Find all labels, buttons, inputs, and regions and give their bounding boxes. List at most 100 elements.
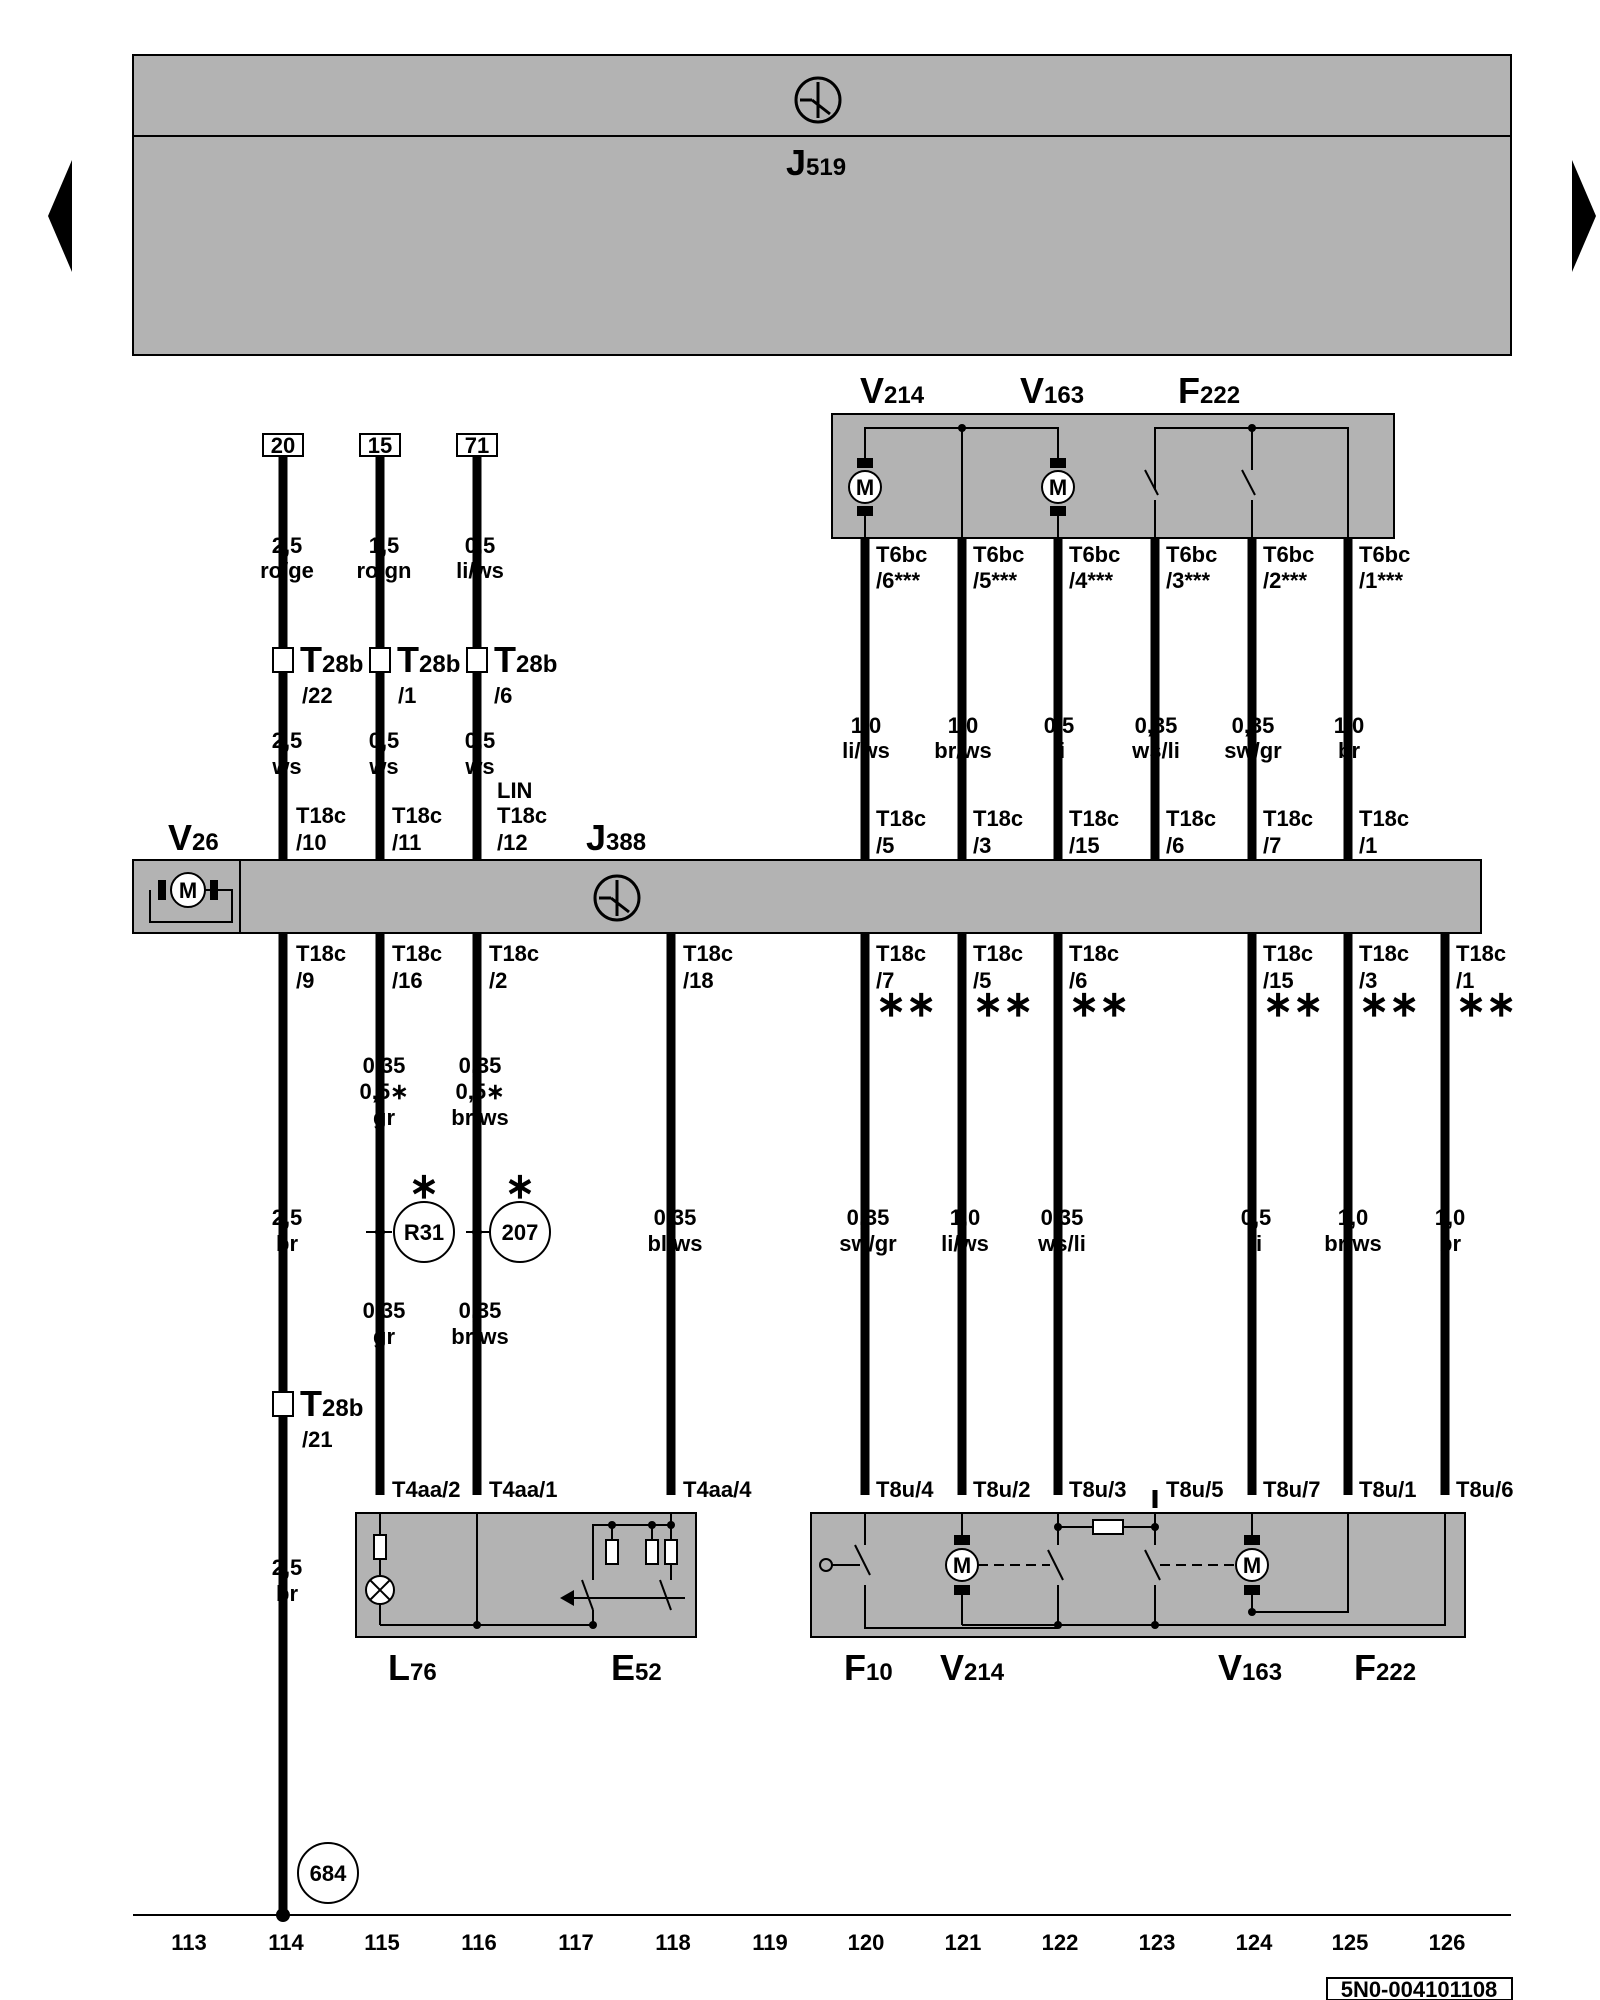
svg-text:T28b: T28b xyxy=(397,639,460,680)
svg-text:li/ws: li/ws xyxy=(941,1231,989,1256)
svg-text:/1: /1 xyxy=(398,683,416,708)
svg-text:br/ws: br/ws xyxy=(451,1105,508,1130)
svg-text:0,35: 0,35 xyxy=(459,1298,502,1323)
top-connectors: 20 15 71 xyxy=(262,433,498,458)
svg-text:gr: gr xyxy=(373,1105,395,1130)
ref-r31 xyxy=(393,1201,455,1263)
svg-text:L76: L76 xyxy=(388,1647,437,1688)
svg-text:113: 113 xyxy=(171,1930,207,1955)
control-unit-j519: J519 xyxy=(132,54,1512,356)
svg-text:∗∗: ∗∗ xyxy=(876,983,936,1024)
svg-text:120: 120 xyxy=(848,1930,885,1955)
switch-actuator-icon xyxy=(560,1590,574,1606)
svg-text:T18c: T18c xyxy=(392,803,442,828)
document-id: 5N0-004101108 xyxy=(1326,1977,1513,2000)
svg-text:118: 118 xyxy=(655,1930,691,1955)
svg-text:1,0: 1,0 xyxy=(1435,1205,1466,1230)
svg-text:F222: F222 xyxy=(1354,1647,1416,1688)
j388-label: J388 xyxy=(586,817,646,858)
svg-text:T18c: T18c xyxy=(876,941,926,966)
svg-text:T4aa/2: T4aa/2 xyxy=(392,1477,461,1502)
svg-text:sw/gr: sw/gr xyxy=(1224,738,1282,763)
svg-text:0,5: 0,5 xyxy=(465,533,496,558)
svg-text:117: 117 xyxy=(558,1930,594,1955)
svg-text:M: M xyxy=(953,1553,971,1578)
svg-text:br: br xyxy=(1439,1231,1461,1256)
svg-text:T28b: T28b xyxy=(300,639,363,680)
svg-text:/16: /16 xyxy=(392,968,423,993)
next-page-arrow-icon[interactable] xyxy=(1572,160,1596,272)
svg-text:br/ws: br/ws xyxy=(1324,1231,1381,1256)
svg-text:/11: /11 xyxy=(392,830,421,855)
t28b-connector-icon xyxy=(369,647,391,673)
svg-text:br/ws: br/ws xyxy=(451,1324,508,1349)
svg-text:207: 207 xyxy=(502,1220,539,1245)
svg-text:0,35: 0,35 xyxy=(1135,713,1178,738)
module-l76-e52 xyxy=(355,1512,697,1638)
svg-text:∗: ∗ xyxy=(505,1165,535,1206)
svg-text:T18c: T18c xyxy=(973,806,1023,831)
connector-15: 15 xyxy=(368,433,392,458)
svg-text:br: br xyxy=(276,1581,298,1606)
svg-text:T6bc: T6bc xyxy=(1166,542,1217,567)
svg-text:2,5: 2,5 xyxy=(272,1555,303,1580)
svg-text:ro/ge: ro/ge xyxy=(260,558,314,583)
svg-text:F222: F222 xyxy=(1178,370,1240,411)
svg-text:T8u/7: T8u/7 xyxy=(1263,1477,1320,1502)
svg-text:sw/gr: sw/gr xyxy=(839,1231,897,1256)
svg-text:T18c: T18c xyxy=(296,941,346,966)
svg-text:ws: ws xyxy=(368,754,398,779)
svg-text:R31: R31 xyxy=(404,1220,444,1245)
svg-text:ws/li: ws/li xyxy=(1037,1231,1086,1256)
svg-text:1,0: 1,0 xyxy=(1334,713,1365,738)
svg-text:T4aa/1: T4aa/1 xyxy=(489,1477,558,1502)
svg-text:/5: /5 xyxy=(876,833,894,858)
svg-text:T18c: T18c xyxy=(392,941,442,966)
svg-text:T18c: T18c xyxy=(973,941,1023,966)
svg-text:122: 122 xyxy=(1042,1930,1079,1955)
svg-text:/18: /18 xyxy=(683,968,714,993)
left-upper-wires: 2,5 ro/ge 1,5 ro/gn 0,5 li/ws T28b T28b … xyxy=(260,456,557,860)
svg-text:/3: /3 xyxy=(973,833,991,858)
svg-text:T8u/1: T8u/1 xyxy=(1359,1477,1416,1502)
svg-text:1,5: 1,5 xyxy=(369,533,400,558)
ref-207 xyxy=(489,1201,551,1263)
v26-label: V26 xyxy=(168,817,219,858)
svg-text:li: li xyxy=(1053,738,1065,763)
svg-text:/12: /12 xyxy=(497,830,528,855)
svg-text:M: M xyxy=(856,475,874,500)
svg-text:∗∗: ∗∗ xyxy=(973,983,1033,1024)
svg-text:T18c: T18c xyxy=(876,806,926,831)
motor-v214-icon xyxy=(848,470,882,504)
svg-text:2,5: 2,5 xyxy=(272,1205,303,1230)
svg-text:V214: V214 xyxy=(860,370,925,411)
svg-text:114: 114 xyxy=(268,1930,304,1955)
svg-text:/6: /6 xyxy=(494,683,512,708)
t6bc-wires: T6bc /6*** T6bc /5*** T6bc /4*** T6bc /3… xyxy=(842,538,1410,860)
svg-text:0,5: 0,5 xyxy=(465,728,496,753)
svg-text:/3: /3 xyxy=(1359,968,1377,993)
svg-text:0,5: 0,5 xyxy=(1044,713,1075,738)
svg-text:1,0: 1,0 xyxy=(851,713,882,738)
svg-text:∗∗: ∗∗ xyxy=(1456,983,1516,1024)
svg-text:/1: /1 xyxy=(1456,968,1474,993)
svg-text:T6bc: T6bc xyxy=(1069,542,1120,567)
svg-text:T18c: T18c xyxy=(1069,806,1119,831)
svg-text:0,5∗: 0,5∗ xyxy=(359,1079,408,1104)
previous-page-arrow-icon[interactable] xyxy=(48,160,72,272)
svg-text:T18c: T18c xyxy=(497,803,547,828)
svg-text:/9: /9 xyxy=(296,968,314,993)
svg-text:0,35: 0,35 xyxy=(459,1053,502,1078)
svg-text:0,5: 0,5 xyxy=(1241,1205,1272,1230)
svg-text:T18c: T18c xyxy=(1263,941,1313,966)
svg-text:/1***: /1*** xyxy=(1359,568,1403,593)
svg-text:/2: /2 xyxy=(489,968,507,993)
svg-text:0,35: 0,35 xyxy=(1041,1205,1084,1230)
module-f10-v214-v163-f222: M M xyxy=(810,1512,1466,1638)
svg-text:121: 121 xyxy=(945,1930,982,1955)
svg-text:V163: V163 xyxy=(1218,1647,1282,1688)
svg-text:T8u/5: T8u/5 xyxy=(1166,1477,1223,1502)
svg-text:T18c: T18c xyxy=(296,803,346,828)
svg-text:/15: /15 xyxy=(1069,833,1100,858)
